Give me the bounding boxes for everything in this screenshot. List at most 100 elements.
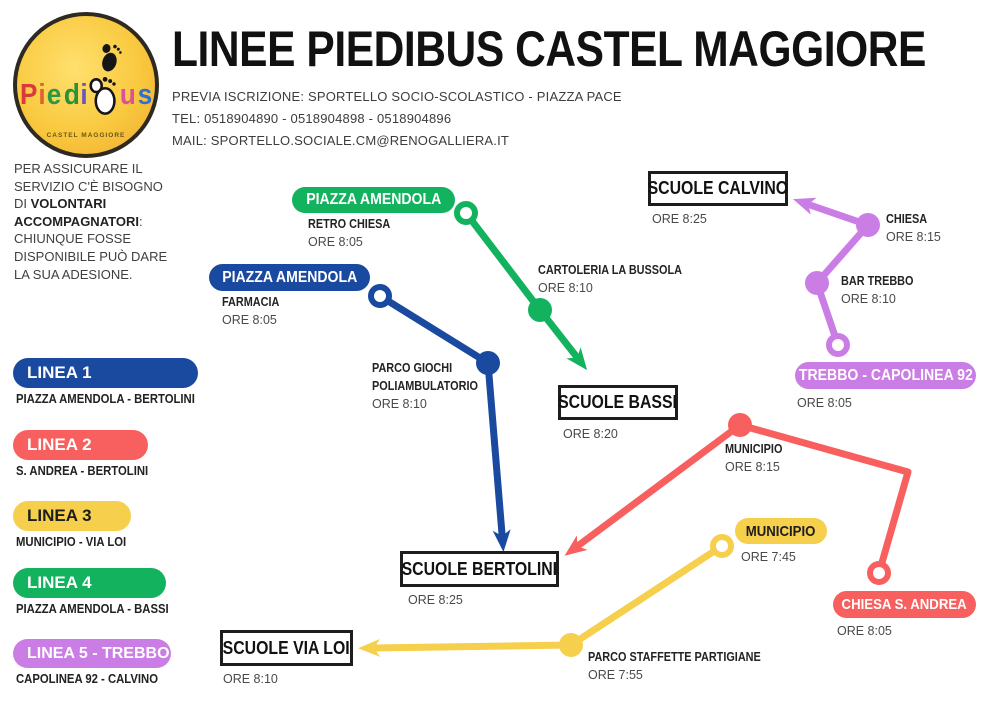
stop-name: FARMACIA xyxy=(222,295,280,309)
school-name: SCUOLE CALVINO xyxy=(647,178,789,198)
logo-letter: s xyxy=(137,78,153,111)
stop-dot-cartoleria xyxy=(528,298,552,322)
stop-name: PARCO GIOCHI xyxy=(372,361,453,375)
logo-letter: e xyxy=(47,78,62,111)
logo-letter: u xyxy=(120,78,136,111)
school-name: SCUOLE VIA LOI xyxy=(222,637,351,658)
school-box-scuole-calvino: SCUOLE CALVINO xyxy=(648,171,788,206)
stop-pill-piazza-amendola-blue: PIAZZA AMENDOLA xyxy=(209,264,370,291)
route-line-blue xyxy=(376,292,511,552)
logo-letter: d xyxy=(63,78,80,111)
stop-pill-label: MUNICIPIO xyxy=(746,522,816,540)
legend-route-text: PIAZZA AMENDOLA - BERTOLINI xyxy=(16,391,195,406)
logo-wordmark: P i e d i u s xyxy=(19,72,153,118)
route-line-purple xyxy=(792,197,872,349)
stop-time: ORE 7:55 xyxy=(588,668,643,682)
stop-dot-parco-giochi xyxy=(476,351,500,375)
note-cartoleria-la-bussola: CARTOLERIA LA BUSSOLA ORE 8:10 xyxy=(538,261,704,297)
school-time-via-loi: ORE 8:10 xyxy=(223,672,278,686)
legend-pill-linea-3: LINEA 3 xyxy=(13,501,131,531)
legend-route-linea-5: CAPOLINEA 92 - CALVINO xyxy=(16,671,179,686)
stop-name: CARTOLERIA LA BUSSOLA xyxy=(538,263,682,277)
legend-pill-linea-4: LINEA 4 xyxy=(13,568,166,598)
logo-letter: P xyxy=(19,78,38,111)
legend-route-linea-3: MUNICIPIO - VIA LOI xyxy=(16,534,143,549)
note-farmacia: FARMACIA ORE 8:05 xyxy=(222,293,288,329)
big-footprint-icon xyxy=(89,76,117,115)
legend-label: LINEA 5 - TREBBO xyxy=(27,644,170,662)
legend-pill-linea-5: LINEA 5 - TREBBO xyxy=(13,639,171,668)
stop-time-trebbo-capolinea: ORE 8:05 xyxy=(797,396,852,410)
school-box-scuole-via-loi: SCUOLE VIA LOI xyxy=(220,630,353,666)
school-time-bassi: ORE 8:20 xyxy=(563,427,618,441)
note-bar-trebbo: BAR TREBBO ORE 8:10 xyxy=(841,272,924,308)
legend-route-linea-2: S. ANDREA - BERTOLINI xyxy=(16,463,168,478)
legend-label: LINEA 2 xyxy=(27,435,92,454)
piedibus-logo: P i e d i u s CASTEL MAGGIORE xyxy=(13,12,159,158)
stop-time: ORE 8:05 xyxy=(222,313,277,327)
legend-route-text: PIAZZA AMENDOLA - BASSI xyxy=(16,601,169,616)
logo-subtext: CASTEL MAGGIORE xyxy=(46,132,126,139)
school-name: SCUOLE BASSI xyxy=(558,392,678,412)
stop-name: RETRO CHIESA xyxy=(308,217,391,231)
stop-name: BAR TREBBO xyxy=(841,274,914,288)
legend-pill-linea-1: LINEA 1 xyxy=(13,358,198,388)
stop-dot-bar-trebbo xyxy=(805,271,829,295)
legend-label: LINEA 4 xyxy=(27,573,92,592)
contact-enrollment: PREVIA ISCRIZIONE: SPORTELLO SOCIO-SCOLA… xyxy=(172,89,622,104)
start-dot-chiesa-s-andrea xyxy=(867,561,891,585)
stop-pill-municipio-yellow: MUNICIPIO xyxy=(735,518,827,544)
stop-pill-trebbo-capolinea-92: TREBBO - CAPOLINEA 92 xyxy=(795,362,976,389)
logo-letter: i xyxy=(80,78,88,111)
note-parco-staffette: PARCO STAFFETTE PARTIGIANE ORE 7:55 xyxy=(588,648,787,684)
stop-time: ORE 8:10 xyxy=(538,281,593,295)
school-time-bertolini: ORE 8:25 xyxy=(408,593,463,607)
note-retro-chiesa: RETRO CHIESA ORE 8:05 xyxy=(308,215,402,251)
route-line-red xyxy=(564,421,912,577)
stop-pill-chiesa-s-andrea: CHIESA S. ANDREA xyxy=(833,591,976,618)
small-footprint-icon xyxy=(102,44,122,72)
stop-name: CHIESA xyxy=(886,212,928,226)
stop-time: ORE 8:10 xyxy=(372,397,427,411)
stop-time-chiesa-s-andrea: ORE 8:05 xyxy=(837,624,892,638)
stop-time: ORE 8:05 xyxy=(308,235,363,249)
legend-route-linea-1: PIAZZA AMENDOLA - BERTOLINI xyxy=(16,391,222,406)
legend-route-linea-4: PIAZZA AMENDOLA - BASSI xyxy=(16,601,192,616)
legend-label: LINEA 1 xyxy=(27,363,92,382)
stop-dot-parco-staffette xyxy=(559,633,583,657)
stop-dot-municipio-red xyxy=(728,413,752,437)
volunteer-note-text: : CHIUNQUE FOSSE DISPONIBILE PUÒ DARE LA… xyxy=(14,213,168,282)
legend-route-text: CAPOLINEA 92 - CALVINO xyxy=(16,671,159,686)
legend-pill-linea-2: LINEA 2 xyxy=(13,430,148,460)
stop-time: ORE 8:10 xyxy=(841,292,896,306)
note-chiesa-trebbo: CHIESA ORE 8:15 xyxy=(886,210,941,246)
page-title: LINEE PIEDIBUS CASTEL MAGGIORE xyxy=(172,21,926,77)
school-time-calvino: ORE 8:25 xyxy=(652,212,707,226)
stop-pill-piazza-amendola-green: PIAZZA AMENDOLA xyxy=(292,187,455,213)
stop-name: POLIAMBULATORIO xyxy=(372,379,478,393)
stop-dot-chiesa-trebbo xyxy=(856,213,880,237)
start-dot-trebbo-capolinea xyxy=(826,333,850,357)
legend-route-text: S. ANDREA - BERTOLINI xyxy=(16,463,149,478)
legend-route-text: MUNICIPIO - VIA LOI xyxy=(16,534,127,549)
school-box-scuole-bassi: SCUOLE BASSI xyxy=(558,385,678,420)
volunteer-note-text: PER ASSICURARE IL SERVIZIO C'È BISOGNO D… xyxy=(14,161,163,212)
school-name: SCUOLE BERTOLINI xyxy=(401,558,558,579)
start-dot-municipio-yellow xyxy=(710,534,734,558)
legend-label: LINEA 3 xyxy=(27,506,92,525)
stop-time: ORE 8:15 xyxy=(725,460,780,474)
contact-info: PREVIA ISCRIZIONE: SPORTELLO SOCIO-SCOLA… xyxy=(172,86,622,152)
stop-pill-label: PIAZZA AMENDOLA xyxy=(305,191,442,208)
stop-name: PARCO STAFFETTE PARTIGIANE xyxy=(588,650,761,664)
school-box-scuole-bertolini: SCUOLE BERTOLINI xyxy=(400,551,559,587)
start-dot-piazza-amendola-retro-chiesa xyxy=(454,201,478,225)
contact-phone: TEL: 0518904890 - 0518904898 - 051890489… xyxy=(172,111,452,126)
stop-pill-label: TREBBO - CAPOLINEA 92 xyxy=(798,366,973,384)
stop-pill-label: PIAZZA AMENDOLA xyxy=(221,268,358,286)
stop-time-municipio-yellow: ORE 7:45 xyxy=(741,550,796,564)
stop-pill-label: CHIESA S. ANDREA xyxy=(841,596,968,613)
start-dot-piazza-amendola-farmacia xyxy=(368,284,392,308)
volunteer-note: PER ASSICURARE IL SERVIZIO C'È BISOGNO D… xyxy=(14,160,174,283)
stop-name: MUNICIPIO xyxy=(725,442,783,456)
